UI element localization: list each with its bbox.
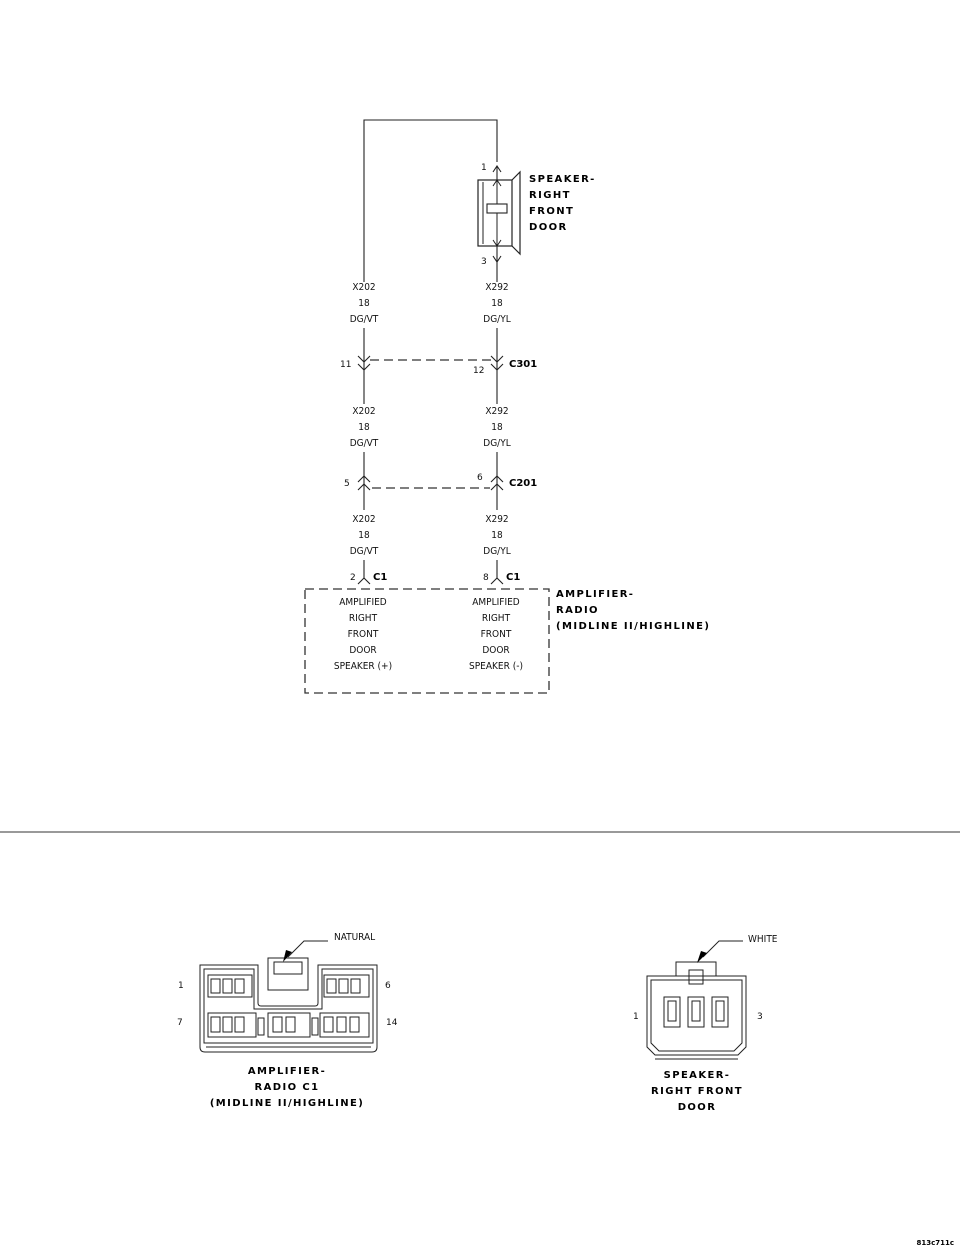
amplifier-title: AMPLIFIER- RADIO (MIDLINE II/HIGHLINE)	[556, 589, 710, 632]
svg-text:18: 18	[491, 422, 503, 433]
c301-right-pin: 12	[473, 366, 484, 376]
svg-text:DOOR: DOOR	[349, 645, 376, 656]
svg-text:18: 18	[358, 530, 370, 541]
c1-left-pin: 2	[350, 573, 356, 583]
svg-text:SPEAKER-: SPEAKER-	[529, 174, 596, 185]
c1-right-pin: 8	[483, 573, 489, 583]
c1-right-name: C1	[506, 572, 520, 583]
svg-text:RADIO: RADIO	[556, 605, 599, 616]
svg-text:AMPLIFIER-: AMPLIFIER-	[248, 1066, 326, 1077]
speaker-connector-face-view	[646, 961, 747, 1060]
svg-text:FRONT: FRONT	[481, 629, 512, 640]
svg-text:18: 18	[491, 298, 503, 309]
c1-left-name: C1	[373, 572, 387, 583]
c201-right-pin: 6	[477, 473, 483, 483]
speaker-leader-arrow	[697, 951, 707, 963]
c1-left-terminal	[357, 577, 371, 585]
amplifier-left-function: AMPLIFIED RIGHT FRONT DOOR SPEAKER (+)	[334, 597, 392, 672]
c201-left-pin: 5	[344, 479, 350, 489]
amp-color-leader	[287, 940, 328, 958]
svg-text:18: 18	[358, 298, 370, 309]
amp-pin-14: 14	[386, 1018, 398, 1028]
connector-c201-symbols	[357, 475, 504, 491]
svg-text:SPEAKER (-): SPEAKER (-)	[469, 661, 523, 672]
wire-label-left-1: X202 18 DG/VT	[350, 282, 379, 325]
amp-color-label: NATURAL	[334, 932, 375, 943]
connector-c301-symbols	[357, 355, 504, 371]
svg-text:DG/VT: DG/VT	[350, 546, 379, 557]
c201-name: C201	[509, 478, 537, 489]
amp-pin-6: 6	[385, 981, 391, 991]
wire-label-right-1: X292 18 DG/YL	[483, 282, 510, 325]
speaker-view-pin-3: 3	[757, 1012, 763, 1022]
svg-text:X202: X202	[352, 406, 375, 417]
svg-text:SPEAKER-: SPEAKER-	[664, 1070, 731, 1081]
wire-label-left-2: X202 18 DG/VT	[350, 406, 379, 449]
c1-right-terminal	[490, 577, 504, 585]
amplifier-right-function: AMPLIFIED RIGHT FRONT DOOR SPEAKER (-)	[469, 597, 523, 672]
svg-text:FRONT: FRONT	[348, 629, 379, 640]
svg-text:X202: X202	[352, 514, 375, 525]
speaker-color-leader	[702, 940, 743, 958]
svg-text:RIGHT FRONT: RIGHT FRONT	[651, 1086, 743, 1097]
svg-text:X292: X292	[485, 406, 508, 417]
svg-text:X202: X202	[352, 282, 375, 293]
svg-text:FRONT: FRONT	[529, 206, 574, 217]
svg-text:DG/YL: DG/YL	[483, 546, 510, 557]
svg-text:(MIDLINE II/HIGHLINE): (MIDLINE II/HIGHLINE)	[210, 1098, 364, 1109]
amp-connector-caption: AMPLIFIER- RADIO C1 (MIDLINE II/HIGHLINE…	[210, 1066, 364, 1109]
speaker-title: SPEAKER- RIGHT FRONT DOOR	[529, 174, 596, 233]
c301-left-pin: 11	[340, 360, 351, 370]
amp-pin-1: 1	[178, 981, 184, 991]
amplifier-radio-box	[304, 588, 550, 694]
svg-text:DG/YL: DG/YL	[483, 314, 510, 325]
amp-leader-arrow	[283, 950, 292, 962]
svg-text:DG/YL: DG/YL	[483, 438, 510, 449]
wire-label-right-3: X292 18 DG/YL	[483, 514, 510, 557]
amp-pin-7: 7	[177, 1018, 183, 1028]
svg-text:18: 18	[491, 530, 503, 541]
speaker-view-pin-1: 1	[633, 1012, 639, 1022]
svg-text:RIGHT: RIGHT	[529, 190, 571, 201]
svg-text:(MIDLINE II/HIGHLINE): (MIDLINE II/HIGHLINE)	[556, 621, 710, 632]
svg-text:RIGHT: RIGHT	[349, 613, 378, 624]
speaker-connector-caption: SPEAKER- RIGHT FRONT DOOR	[651, 1070, 743, 1113]
svg-text:DG/VT: DG/VT	[350, 438, 379, 449]
svg-text:RIGHT: RIGHT	[482, 613, 511, 624]
wire-label-right-2: X292 18 DG/YL	[483, 406, 510, 449]
svg-text:DOOR: DOOR	[529, 222, 568, 233]
speaker-pin-top: 1	[481, 163, 487, 173]
wire-loop-top	[363, 119, 498, 282]
svg-text:RADIO C1: RADIO C1	[255, 1082, 320, 1093]
c301-name: C301	[509, 359, 537, 370]
svg-text:X292: X292	[485, 282, 508, 293]
amp-connector-face-view	[199, 957, 378, 1053]
svg-text:AMPLIFIED: AMPLIFIED	[339, 597, 387, 608]
svg-text:DG/VT: DG/VT	[350, 314, 379, 325]
speaker-pin-bottom: 3	[481, 257, 487, 267]
speaker-symbol	[477, 170, 521, 256]
svg-text:AMPLIFIER-: AMPLIFIER-	[556, 589, 634, 600]
svg-text:SPEAKER (+): SPEAKER (+)	[334, 661, 392, 672]
svg-text:X292: X292	[485, 514, 508, 525]
svg-text:DOOR: DOOR	[678, 1102, 717, 1113]
svg-text:18: 18	[358, 422, 370, 433]
speaker-color-label: WHITE	[748, 934, 778, 945]
svg-text:AMPLIFIED: AMPLIFIED	[472, 597, 520, 608]
svg-text:DOOR: DOOR	[482, 645, 509, 656]
figure-id: 813c711c	[916, 1239, 954, 1247]
wire-label-left-3: X202 18 DG/VT	[350, 514, 379, 557]
